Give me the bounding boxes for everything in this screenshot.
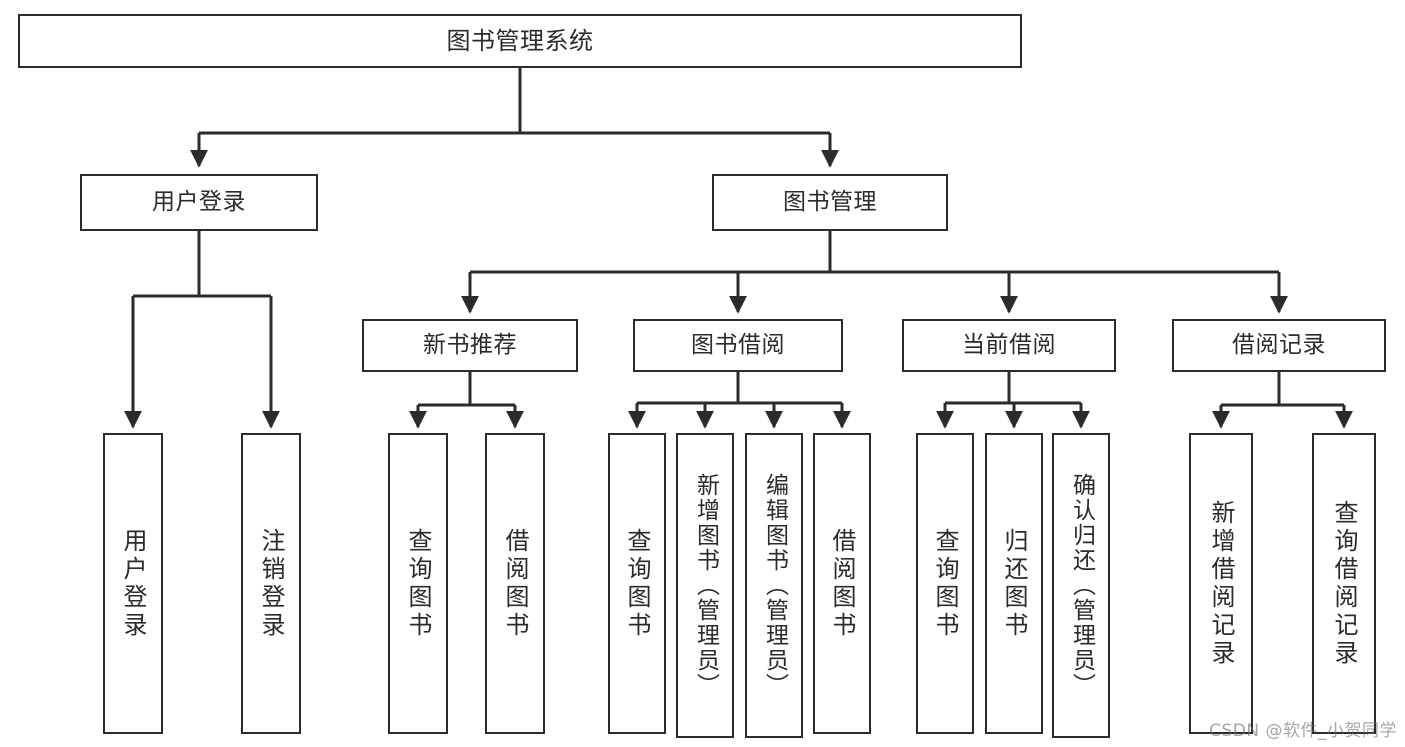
node-tier3-book-borrow-label: 图书借阅	[691, 331, 785, 358]
node-leaf-query-book-current-label: 查询图书	[931, 527, 959, 640]
node-leaf-borrow-book[interactable]: 借阅图书	[813, 433, 871, 734]
node-root-label: 图书管理系统	[446, 26, 594, 55]
node-root[interactable]: 图书管理系统	[18, 14, 1022, 68]
node-leaf-query-book-recommend[interactable]: 查询图书	[388, 433, 448, 734]
node-leaf-edit-book-admin-label: 编辑图书（管理员）	[761, 473, 788, 698]
node-leaf-query-borrow-record-label: 查询借阅记录	[1330, 499, 1358, 668]
node-tier2-user-login[interactable]: 用户登录	[80, 174, 318, 231]
node-leaf-borrow-book-label: 借阅图书	[828, 527, 856, 640]
node-leaf-add-book-admin[interactable]: 新增图书（管理员）	[676, 433, 734, 738]
node-leaf-confirm-return-admin-label: 确认归还（管理员）	[1068, 473, 1095, 698]
node-tier2-book-management[interactable]: 图书管理	[712, 174, 948, 231]
node-leaf-add-book-admin-label: 新增图书（管理员）	[692, 473, 719, 698]
watermark: CSDN @软件_小贺同学	[1209, 721, 1397, 741]
node-leaf-query-borrow-record[interactable]: 查询借阅记录	[1312, 433, 1376, 734]
node-tier3-current-borrow[interactable]: 当前借阅	[902, 319, 1116, 372]
node-leaf-user-login-label: 用户登录	[119, 527, 147, 640]
node-leaf-user-login[interactable]: 用户登录	[103, 433, 163, 734]
node-leaf-return-book-label: 归还图书	[1000, 527, 1028, 640]
node-tier3-book-borrow[interactable]: 图书借阅	[633, 319, 843, 372]
node-leaf-edit-book-admin[interactable]: 编辑图书（管理员）	[745, 433, 803, 738]
node-tier3-current-borrow-label: 当前借阅	[962, 331, 1056, 358]
node-tier3-borrow-record-label: 借阅记录	[1232, 331, 1326, 358]
node-leaf-borrow-book-recommend-label: 借阅图书	[501, 527, 529, 640]
node-leaf-confirm-return-admin[interactable]: 确认归还（管理员）	[1052, 433, 1110, 738]
node-leaf-query-book-current[interactable]: 查询图书	[916, 433, 974, 734]
node-tier2-book-management-label: 图书管理	[783, 188, 877, 215]
node-leaf-add-borrow-record-label: 新增借阅记录	[1207, 499, 1235, 668]
node-leaf-borrow-book-recommend[interactable]: 借阅图书	[485, 433, 545, 734]
node-leaf-return-book[interactable]: 归还图书	[985, 433, 1043, 734]
node-tier3-new-book-recommend[interactable]: 新书推荐	[362, 319, 578, 372]
node-leaf-query-book-borrow[interactable]: 查询图书	[608, 433, 666, 734]
node-tier3-borrow-record[interactable]: 借阅记录	[1172, 319, 1386, 372]
node-leaf-add-borrow-record[interactable]: 新增借阅记录	[1189, 433, 1253, 734]
node-leaf-logout[interactable]: 注销登录	[241, 433, 301, 734]
node-leaf-logout-label: 注销登录	[257, 527, 285, 640]
node-leaf-query-book-recommend-label: 查询图书	[404, 527, 432, 640]
node-tier3-new-book-recommend-label: 新书推荐	[423, 331, 517, 358]
node-leaf-query-book-borrow-label: 查询图书	[623, 527, 651, 640]
node-tier2-user-login-label: 用户登录	[152, 188, 246, 215]
